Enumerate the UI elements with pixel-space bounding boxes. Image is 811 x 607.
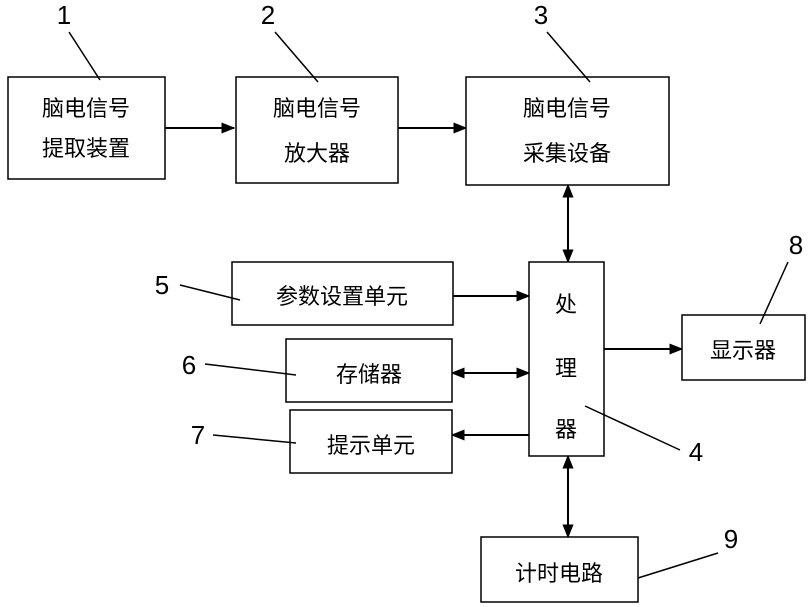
processor-label-1: 处 (555, 293, 577, 318)
ref-number-3: 3 (534, 0, 548, 30)
acquisition-device-label-2: 采集设备 (523, 142, 611, 167)
processor-label-2: 理 (555, 357, 577, 382)
amplifier-box (236, 77, 398, 183)
ref-number-9: 9 (724, 524, 738, 554)
extract-device-label-1: 脑电信号 (42, 97, 130, 122)
amplifier-label-1: 脑电信号 (273, 97, 361, 122)
leader-9 (638, 553, 718, 578)
ref-number-7: 7 (191, 420, 205, 450)
leader-5 (180, 285, 240, 300)
prompt-unit-label: 提示单元 (327, 434, 415, 459)
leader-7 (213, 435, 296, 443)
acquisition-device-label-1: 脑电信号 (523, 97, 611, 122)
acquisition-device-box (466, 77, 669, 185)
leader-2 (275, 32, 318, 82)
extract-device-label-2: 提取装置 (42, 137, 130, 162)
timer-circuit-label: 计时电路 (515, 562, 603, 587)
ref-number-6: 6 (182, 350, 196, 380)
ref-number-8: 8 (789, 230, 803, 260)
leader-3 (547, 32, 590, 82)
storage-label: 存储器 (336, 363, 402, 388)
display-label: 显示器 (710, 339, 776, 364)
ref-number-4: 4 (689, 437, 703, 467)
leader-6 (205, 364, 296, 375)
processor-label-3: 器 (555, 418, 577, 443)
ref-number-5: 5 (155, 270, 169, 300)
extract-device-box (8, 77, 165, 179)
amplifier-label-2: 放大器 (284, 142, 350, 167)
param-setting-unit-label: 参数设置单元 (276, 285, 408, 310)
leader-1 (69, 32, 100, 80)
ref-number-2: 2 (261, 0, 275, 30)
ref-number-1: 1 (57, 0, 71, 30)
